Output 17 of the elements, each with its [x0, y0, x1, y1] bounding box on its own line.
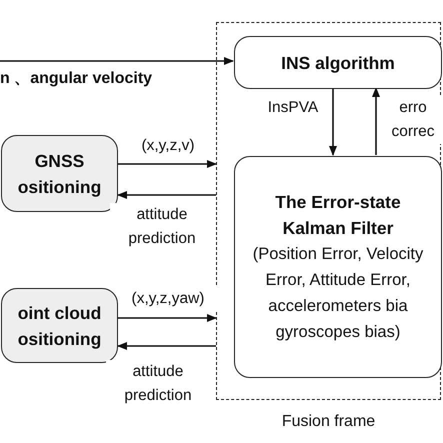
arrow	[118, 160, 217, 168]
box-title: The Error-state Kalman Filter	[274, 191, 402, 240]
box-title: oint cloud ositioning	[16, 302, 102, 351]
process-box	[234, 156, 442, 378]
arrow	[117, 191, 216, 199]
box-title: INS algorithm	[280, 52, 396, 75]
arrow	[0, 57, 234, 65]
arrow	[118, 314, 217, 322]
arrow	[117, 342, 216, 350]
arrow	[329, 88, 337, 156]
frame-label: Fusion frame	[280, 413, 376, 431]
process-box	[1, 288, 118, 363]
process-box	[234, 36, 442, 89]
arrow	[372, 87, 380, 155]
box-title: GNSS ositioning	[16, 150, 102, 199]
process-box	[1, 135, 118, 212]
box-text: (Position Error, Velocity Error, Attitude Error, accelerometers bia gyroscopes bias)	[252, 244, 424, 343]
